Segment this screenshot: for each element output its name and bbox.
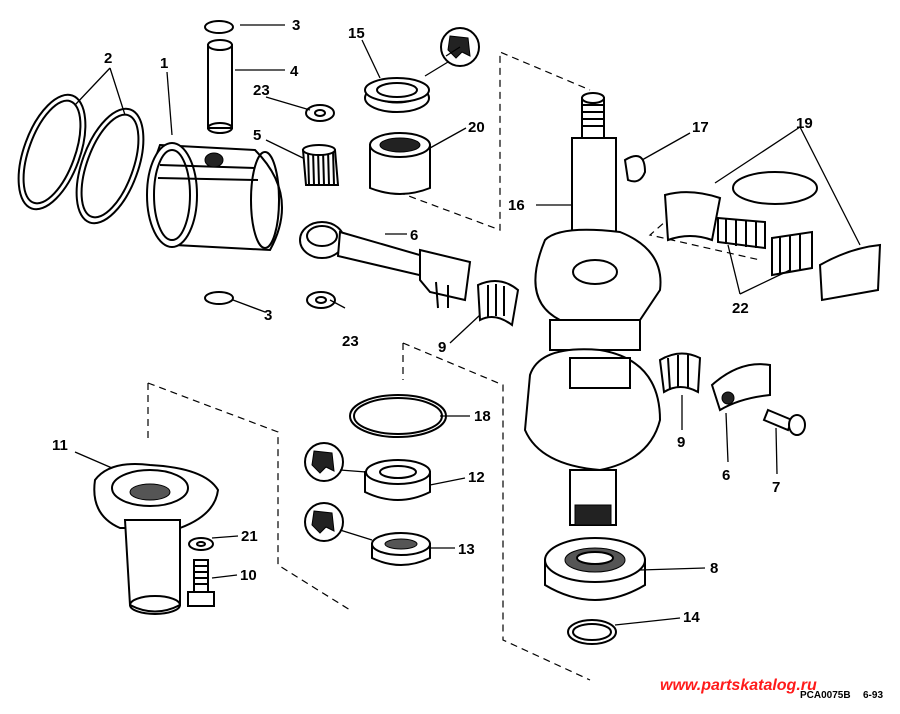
watermark-url: www.partskatalog.ru: [660, 677, 817, 694]
callout-labels: 3 4 2 1 23 5 15 20 6 3 23 9 16 17 19 22 …: [52, 17, 813, 626]
callout-9-left: 9: [438, 339, 446, 356]
sealant-tube-icon: [304, 502, 344, 542]
callout-9-right: 9: [677, 434, 685, 451]
woodruff-key: [623, 155, 647, 183]
callout-3-top: 3: [292, 17, 300, 34]
callout-1: 1: [160, 55, 168, 72]
callout-23-bottom: 23: [342, 333, 359, 350]
sealant-tube-icon: [304, 442, 344, 482]
callout-2: 2: [104, 50, 112, 67]
callout-16: 16: [508, 197, 525, 214]
callout-21: 21: [241, 528, 258, 545]
callout-12: 12: [468, 469, 485, 486]
callout-6-rod: 6: [410, 227, 418, 244]
seal-12: [364, 459, 431, 501]
crankshaft: [523, 92, 662, 526]
seal-13: [371, 532, 431, 566]
piston-rings: [17, 93, 145, 225]
callout-15: 15: [348, 25, 365, 42]
footer: www.partskatalog.ru PCA0075B 6-93: [660, 677, 883, 701]
rod-cap-screw: [762, 408, 806, 436]
callout-11: 11: [52, 437, 68, 454]
needle-bearing-half-upper: [476, 280, 520, 327]
screw-10: [187, 559, 215, 607]
needle-bearing-segments: [717, 216, 813, 277]
callout-18: 18: [474, 408, 491, 425]
bushing-20: [369, 132, 431, 195]
leader-lines: [74, 24, 861, 626]
callout-4: 4: [290, 63, 299, 80]
retaining-rings: [204, 20, 234, 305]
callout-8: 8: [710, 560, 718, 577]
ball-bearing: [544, 537, 646, 601]
connecting-rod: [299, 221, 472, 309]
washer-21: [188, 537, 214, 551]
callout-17: 17: [692, 119, 709, 136]
piston-pin: [207, 39, 233, 134]
bearing-housing: [93, 463, 220, 615]
piston: [146, 142, 283, 252]
seal-15: [364, 77, 430, 113]
drawing-code: PCA0075B: [800, 690, 851, 701]
callout-6-cap: 6: [722, 467, 730, 484]
callout-23-top: 23: [253, 82, 270, 99]
needle-bearing-half-lower: [658, 352, 702, 394]
retaining-ring-14: [567, 619, 617, 645]
callout-19: 19: [796, 115, 813, 132]
washers: [305, 104, 336, 309]
callout-10: 10: [240, 567, 257, 584]
o-ring: [349, 394, 447, 438]
needle-bearing-small: [301, 144, 340, 186]
callout-20: 20: [468, 119, 485, 136]
callout-13: 13: [458, 541, 475, 558]
callout-3-bottom: 3: [264, 307, 272, 324]
main-bearing-halves: [663, 171, 882, 302]
date-code: 6-93: [863, 690, 883, 701]
rod-cap: [710, 363, 771, 412]
callout-14: 14: [683, 609, 700, 626]
callout-22: 22: [732, 300, 749, 317]
callout-7: 7: [772, 479, 780, 496]
callout-5: 5: [253, 127, 261, 144]
